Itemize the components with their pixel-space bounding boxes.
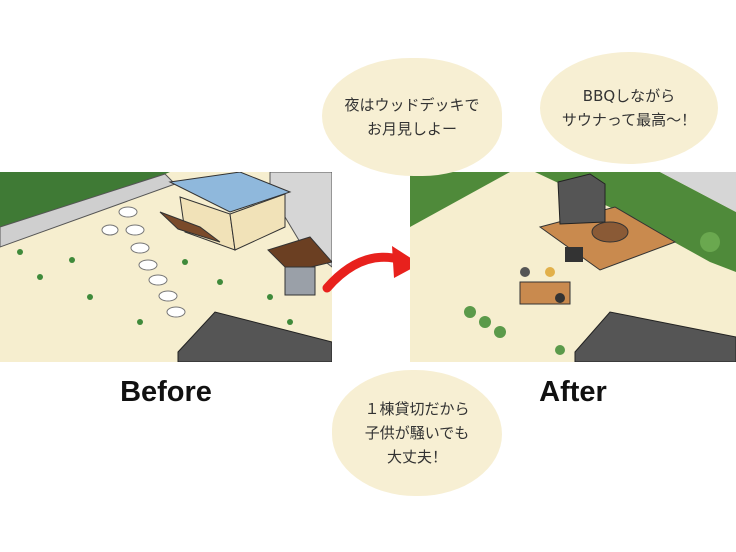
after-label: After	[539, 376, 607, 408]
well	[267, 236, 332, 296]
before-illustration	[0, 172, 332, 362]
wood-deck	[538, 173, 677, 271]
bubble-line: １棟貸切だから	[364, 400, 470, 418]
house	[159, 172, 292, 251]
bbq-table	[519, 247, 583, 305]
after-illustration	[410, 172, 736, 362]
before-label: Before	[120, 376, 212, 408]
speech-bubble-kids: １棟貸切だから 子供が騒いでも 大丈夫！	[332, 370, 502, 496]
bubble-line: 夜はウッドデッキで	[344, 96, 480, 114]
before-to-after-arrow	[322, 238, 422, 298]
speech-bubble-bbq: BBQしながら サウナって最高〜！	[540, 52, 718, 164]
bubble-line: BBQしながら	[582, 87, 676, 105]
bubble-line: お月見しよー	[366, 120, 457, 138]
bubble-line: 大丈夫！	[386, 448, 447, 466]
bubble-line: サウナって最高〜！	[561, 111, 697, 129]
bubble-line: 子供が騒いでも	[364, 424, 470, 442]
speech-bubble-deck: 夜はウッドデッキで お月見しよー	[322, 58, 502, 176]
